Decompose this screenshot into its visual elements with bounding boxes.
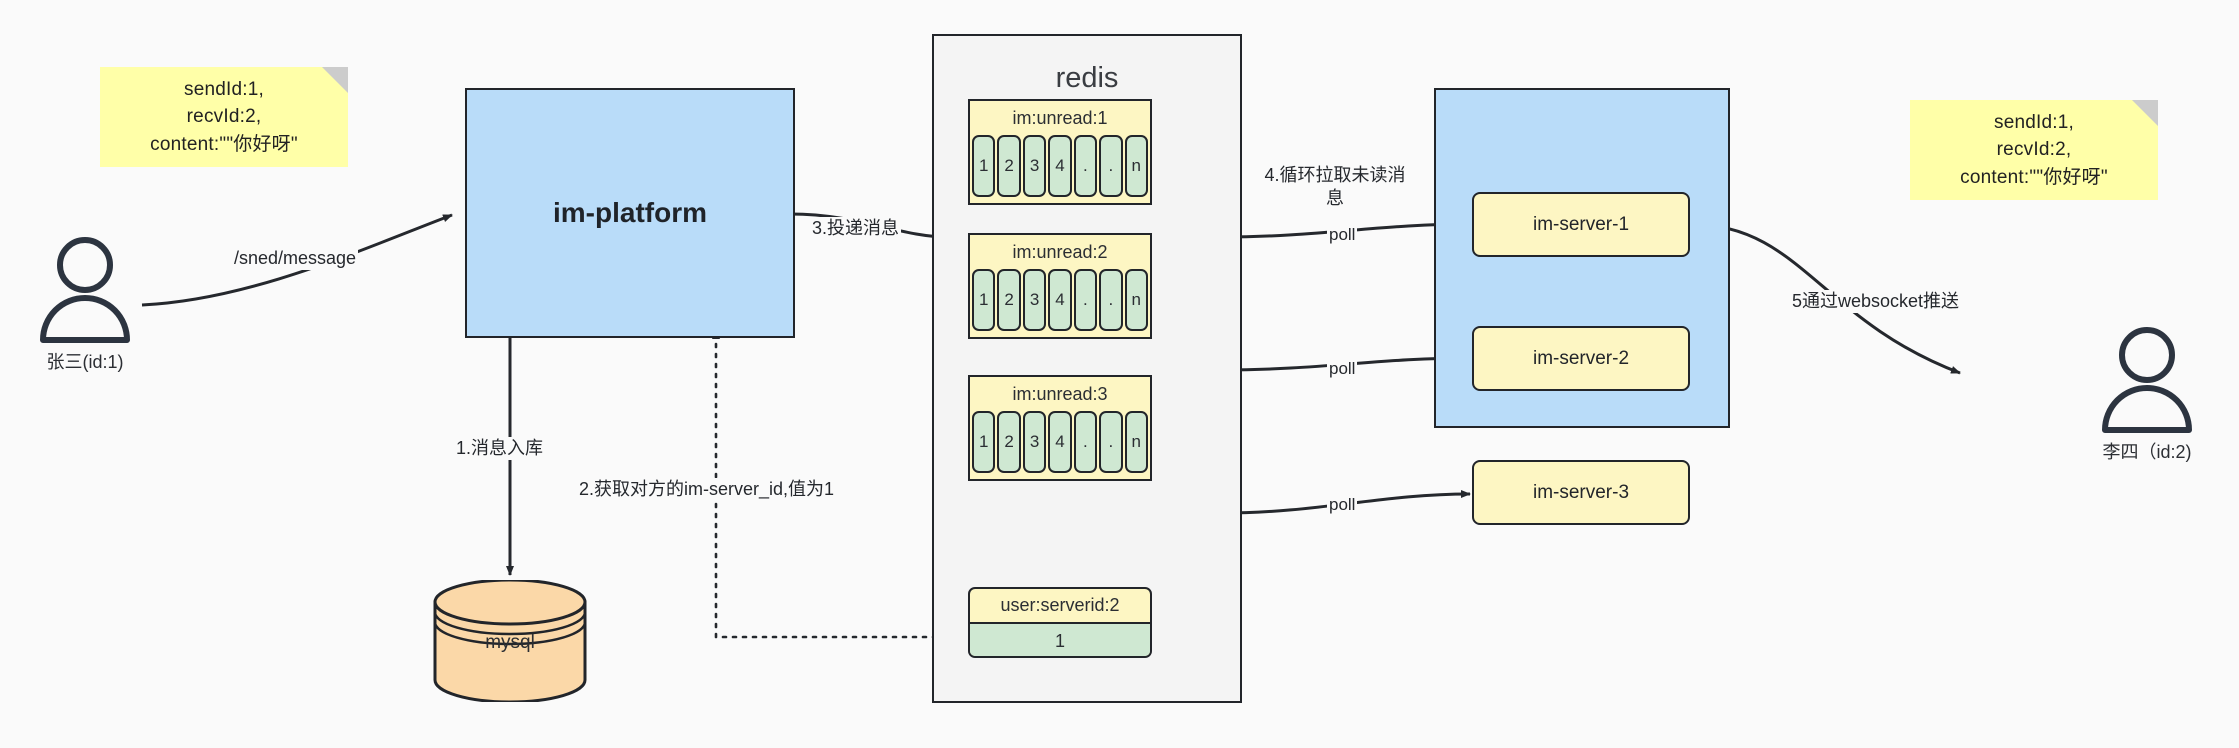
note-line-2: recvId:2,: [186, 106, 262, 128]
redis-queue-1: im:unread:1 1 2 3 4 . . n: [968, 99, 1152, 205]
queue-cell: .: [1099, 135, 1123, 197]
queue-cell: n: [1124, 411, 1148, 473]
redis-queue-3: im:unread:3 1 2 3 4 . . n: [968, 375, 1152, 481]
queue-cell: 4: [1048, 135, 1072, 197]
redis-queue-2-cells: 1 2 3 4 . . n: [970, 269, 1150, 333]
queue-cell: 1: [972, 411, 996, 473]
mysql-database[interactable]: mysql: [432, 578, 588, 704]
queue-cell: .: [1099, 269, 1123, 331]
queue-cell: .: [1073, 135, 1098, 197]
redis-queue-2: im:unread:2 1 2 3 4 . . n: [968, 233, 1152, 339]
edge-label-send-message: /sned/message: [232, 247, 359, 271]
note-receiver-payload: sendId:1, recvId:2, content:""你好呀": [1910, 100, 2158, 200]
edge-label-step-3: 3.投递消息: [810, 217, 902, 241]
redis-title: redis: [1055, 62, 1119, 94]
actor-receiver-label: 李四（id:2): [2102, 442, 2192, 462]
queue-cell: .: [1073, 269, 1098, 331]
edge-label-poll-3: poll: [1327, 494, 1358, 517]
queue-cell: 1: [972, 135, 996, 197]
edge-label-step-5: 5通过websocket推送: [1790, 290, 1962, 314]
redis-queue-1-key: im:unread:1: [1012, 107, 1108, 128]
queue-cell: 3: [1022, 411, 1047, 473]
note-sender-payload: sendId:1, recvId:2, content:""你好呀": [100, 67, 348, 167]
note-line-3: content:""你好呀": [1960, 166, 2108, 188]
edge-label-step-1: 1.消息入库: [454, 437, 546, 461]
mysql-label: mysql: [485, 632, 535, 653]
redis-kv-key: user:serverid:2: [970, 589, 1150, 624]
queue-cell: 2: [997, 269, 1021, 331]
queue-cell: 3: [1022, 269, 1047, 331]
queue-cell: n: [1124, 135, 1148, 197]
queue-cell: .: [1099, 411, 1123, 473]
note-fold-corner-icon: [2132, 100, 2158, 126]
edge-label-poll-1: poll: [1327, 224, 1358, 247]
redis-queue-3-key: im:unread:3: [1012, 383, 1108, 404]
edge-label-poll-2: poll: [1327, 358, 1358, 381]
im-server-2-box[interactable]: im-server-2: [1472, 326, 1690, 391]
queue-cell: n: [1124, 269, 1148, 331]
actor-sender-label: 张三(id:1): [46, 352, 124, 372]
redis-kv-value: 1: [970, 624, 1150, 656]
user-icon: [2102, 327, 2192, 433]
queue-cell: 4: [1048, 269, 1072, 331]
edge-label-step-4: 4.循环拉取未读消 息: [1258, 164, 1412, 211]
note-line-1: sendId:1,: [1994, 111, 2074, 133]
queue-cell: 1: [972, 269, 996, 331]
redis-queue-2-key: im:unread:2: [1012, 241, 1108, 262]
edge-label-step-2: 2.获取对方的im-server_id,值为1: [577, 478, 837, 502]
im-platform-box[interactable]: im-platform: [465, 88, 795, 338]
user-icon: [40, 237, 130, 343]
redis-queue-3-cells: 1 2 3 4 . . n: [970, 411, 1150, 475]
note-fold-corner-icon: [322, 67, 348, 93]
queue-cell: 2: [997, 135, 1021, 197]
im-server-1-box[interactable]: im-server-1: [1472, 192, 1690, 257]
queue-cell: .: [1073, 411, 1098, 473]
queue-cell: 4: [1048, 411, 1072, 473]
actor-sender: 张三(id:1): [30, 235, 140, 372]
actor-receiver: 李四（id:2): [2092, 325, 2202, 462]
note-line-3: content:""你好呀": [150, 133, 298, 155]
redis-queue-1-cells: 1 2 3 4 . . n: [970, 135, 1150, 199]
im-server-3-box[interactable]: im-server-3: [1472, 460, 1690, 525]
note-line-2: recvId:2,: [1996, 139, 2072, 161]
redis-user-serverid-entry: user:serverid:2 1: [968, 587, 1152, 658]
database-cylinder-icon: [433, 578, 587, 704]
queue-cell: 3: [1022, 135, 1047, 197]
queue-cell: 2: [997, 411, 1021, 473]
note-line-1: sendId:1,: [184, 78, 264, 100]
